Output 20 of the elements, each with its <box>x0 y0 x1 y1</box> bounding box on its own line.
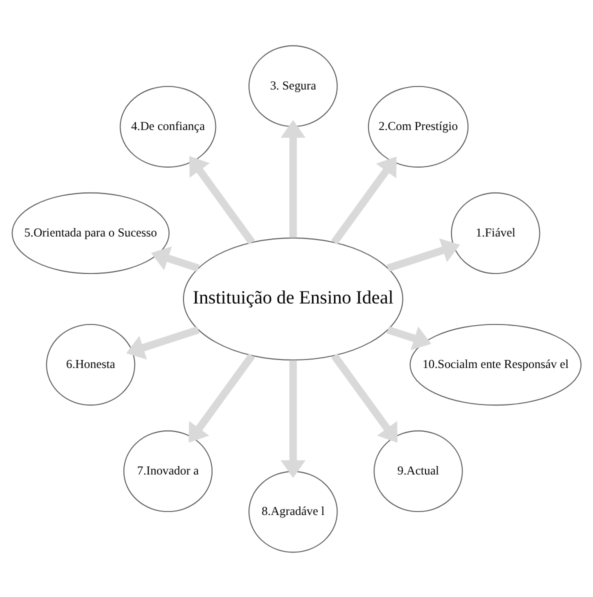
node-circle: 9.Actual <box>374 430 463 512</box>
arrow <box>151 246 200 272</box>
node-ellipse: Instituição de Ensino Ideal <box>183 237 404 360</box>
node-ellipse: 5.Orientada para o Sucesso <box>12 192 170 274</box>
node-circle: 3. Segura <box>248 44 338 126</box>
arrow <box>188 352 255 442</box>
node-ellipse: 2.Com Prestígio <box>368 85 468 168</box>
arrow <box>331 156 397 244</box>
arrow <box>386 238 460 272</box>
arrow <box>280 119 306 238</box>
arrow <box>331 352 398 442</box>
node-circle: 8.Agradáve l <box>248 470 338 552</box>
node-circle: 6.Honesta <box>46 323 136 406</box>
node-ellipse: 4.De confiança <box>120 85 216 168</box>
arrow <box>280 360 306 478</box>
node-circle: 7.Inovador a <box>123 430 213 512</box>
arrow <box>126 326 200 360</box>
node-circle: 1.Fiável <box>450 192 540 274</box>
arrow <box>189 156 255 244</box>
arrow <box>386 326 432 350</box>
